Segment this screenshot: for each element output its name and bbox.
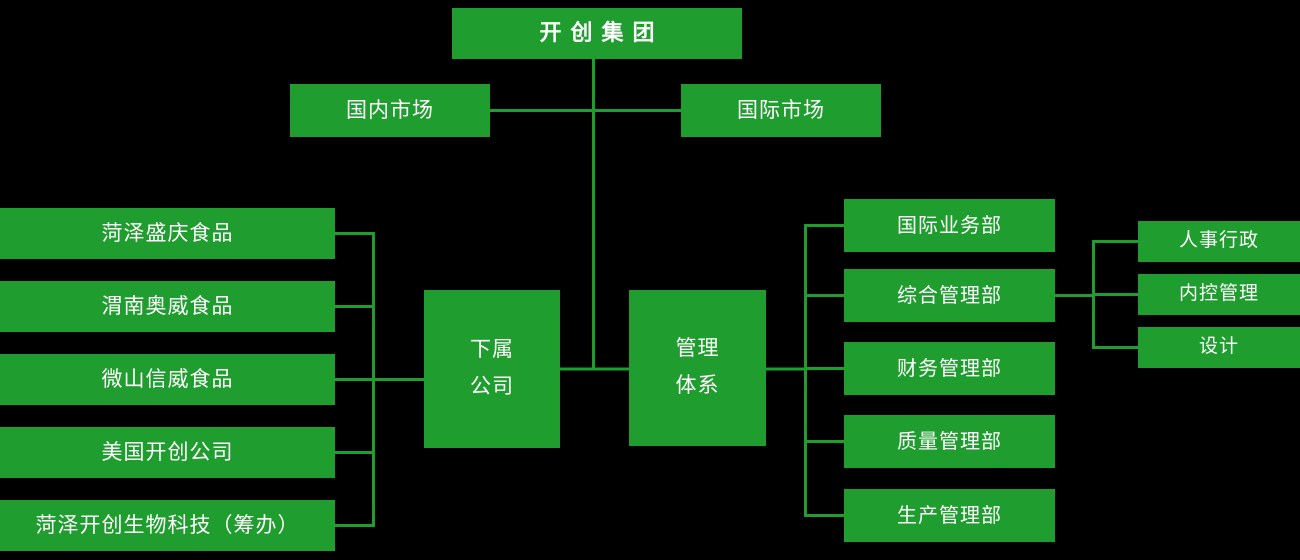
subsidiaries-hub-line2: 公司 [470,375,514,398]
node-dept-finance: 财务管理部 [844,342,1055,395]
node-domestic-market: 国内市场 [290,84,490,137]
node-international-market: 国际市场 [681,84,881,137]
management-hub-line2: 体系 [675,374,720,397]
node-dept-general-management: 综合管理部 [844,269,1055,322]
node-subsidiary-2: 渭南奥威食品 [0,281,335,332]
node-child-hr-admin: 人事行政 [1138,221,1300,262]
node-child-design: 设计 [1138,327,1300,368]
node-dept-quality: 质量管理部 [844,415,1055,468]
node-subsidiary-3: 微山信威食品 [0,354,335,405]
node-management-hub: 管理 体系 [629,290,766,446]
node-dept-production: 生产管理部 [844,489,1055,542]
node-group-root: 开创集团 [452,8,742,59]
management-hub-line1: 管理 [675,337,720,361]
node-child-internal-control: 内控管理 [1138,274,1300,315]
subsidiaries-hub-line1: 下属 [470,338,514,362]
node-subsidiary-4: 美国开创公司 [0,427,335,478]
node-subsidiaries-hub: 下属 公司 [424,290,560,448]
node-subsidiary-1: 菏泽盛庆食品 [0,208,335,259]
node-subsidiary-5: 菏泽开创生物科技（筹办） [0,500,335,551]
node-dept-international-business: 国际业务部 [844,199,1055,252]
